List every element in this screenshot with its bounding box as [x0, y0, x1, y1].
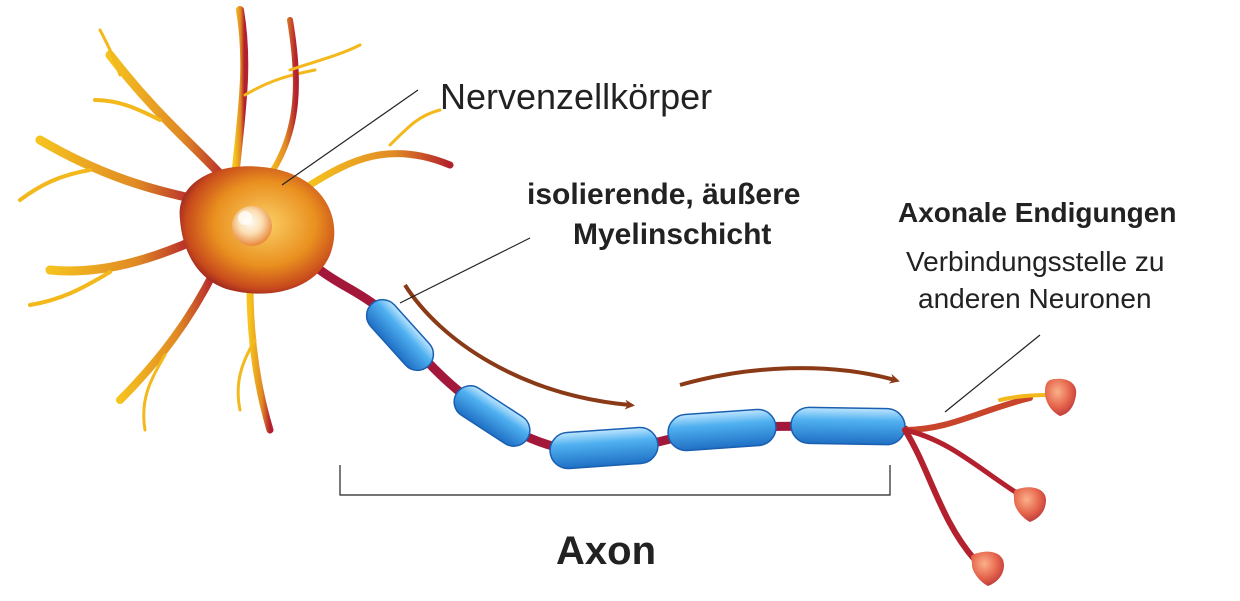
cell-body — [179, 166, 335, 294]
dendrites — [18, 6, 454, 434]
axon-bracket — [339, 465, 891, 496]
leader-line-myelin — [399, 237, 531, 304]
signal-arrow-left — [403, 283, 635, 410]
nucleus — [232, 206, 272, 246]
synaptic-boutons — [971, 378, 1077, 586]
bouton-bottom — [971, 551, 1004, 586]
bouton-middle — [1013, 487, 1046, 522]
label-terminals-title: Axonale Endigungen — [898, 197, 1177, 228]
leader-line-terminals — [944, 334, 1041, 413]
leader-line-cell-body — [281, 89, 419, 186]
myelin-sheath — [365, 298, 906, 470]
label-terminals-sub-line1: Verbindungsstelle zu — [906, 246, 1165, 277]
label-myelin-line1: isolierende, äußere — [527, 178, 801, 211]
label-cell-body: Nervenzellkörper — [440, 76, 713, 117]
label-axon: Axon — [556, 529, 656, 573]
signal-arrow-right — [679, 366, 900, 387]
bouton-top — [1045, 378, 1077, 416]
label-myelin-line2: Myelinschicht — [573, 218, 772, 251]
axon-terminals — [902, 393, 1057, 563]
label-terminals-sub-line2: anderen Neuronen — [918, 283, 1152, 314]
